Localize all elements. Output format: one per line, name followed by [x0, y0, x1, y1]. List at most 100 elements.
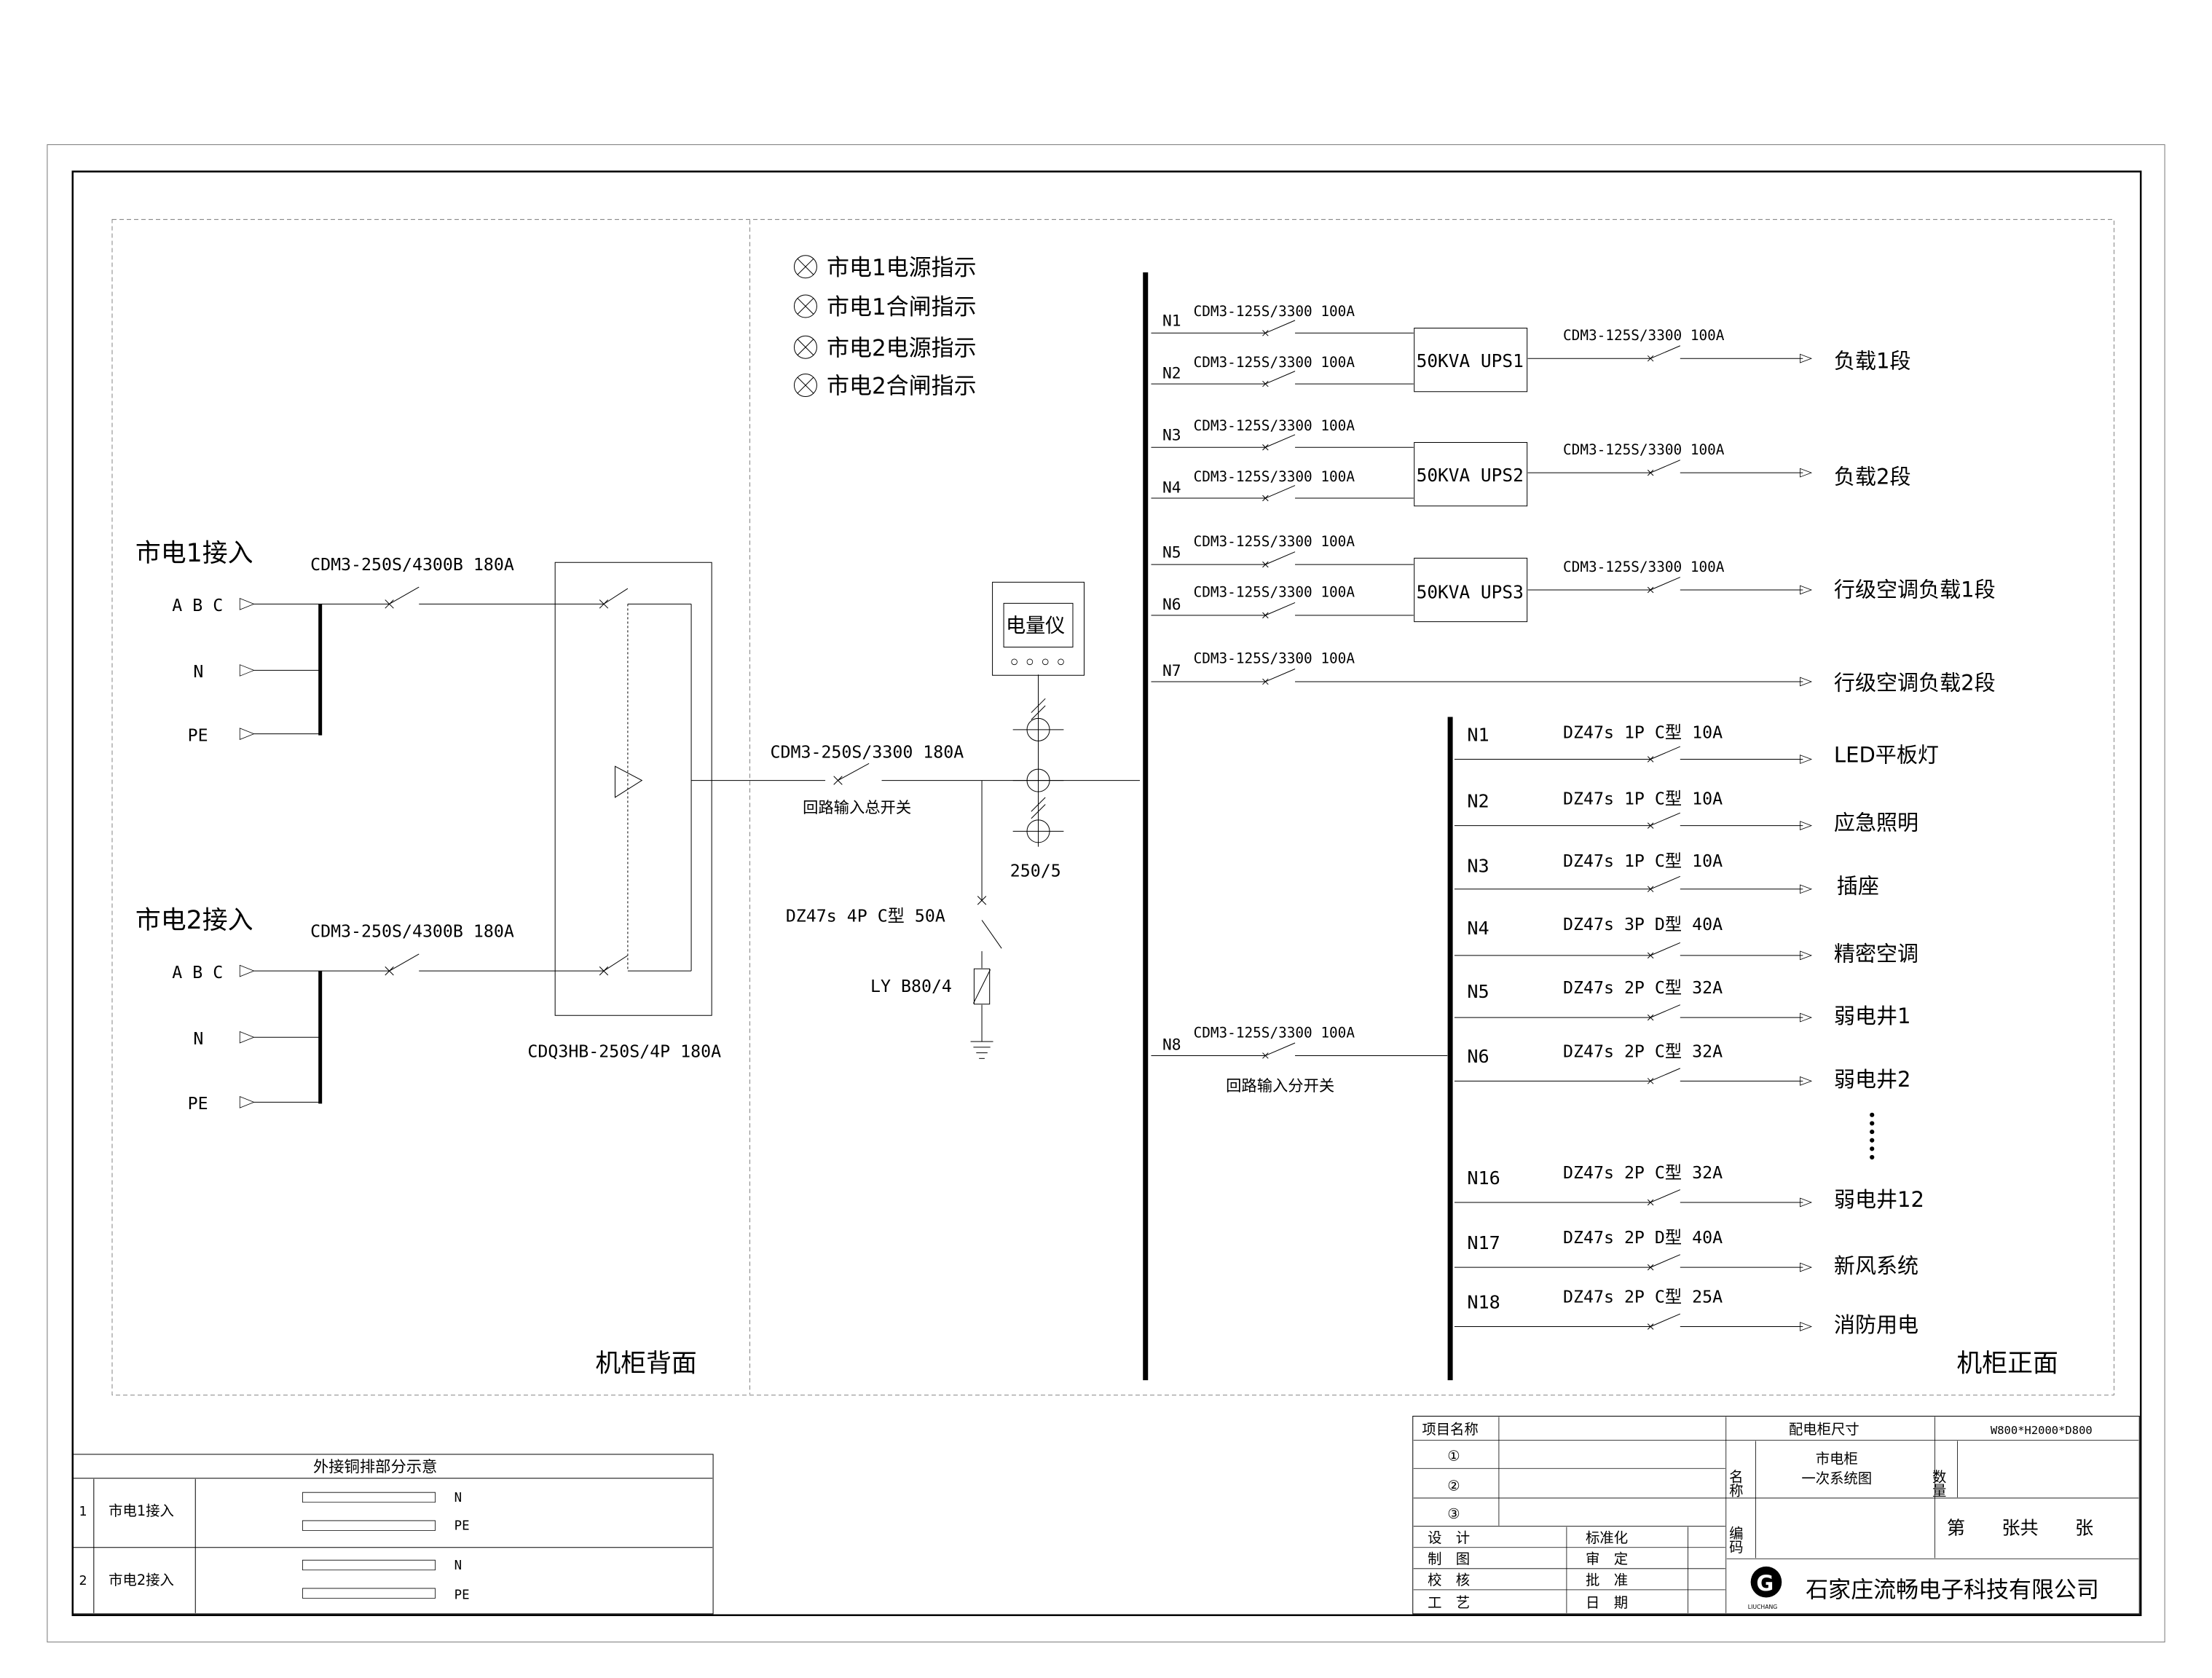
ats-actuator-icon [615, 766, 642, 797]
ground-icon [971, 1041, 993, 1058]
terminal-arrow-icon [240, 965, 253, 1108]
indicator-legend: 市电1电源指示 市电1合闸指示 市电2电源指示 市电2合闸指示 [794, 255, 977, 400]
feeder-load-label: 行级空调负载2段 [1834, 671, 1996, 696]
revision-mark: ③ [1447, 1505, 1460, 1522]
logo-letter: G [1756, 1571, 1774, 1596]
feeder-note: 回路输入分开关 [1226, 1077, 1334, 1095]
indicator-lamp-icon [794, 295, 816, 318]
branch-id: N6 [1467, 1046, 1489, 1067]
breaker-icon [834, 763, 869, 784]
ups-label: 50KVA UPS2 [1417, 465, 1524, 486]
indicator-lamp-icon [794, 256, 816, 278]
branch-load-label: 弱电井2 [1834, 1067, 1911, 1092]
feeder-id: N5 [1162, 543, 1181, 562]
company-logo-icon: G LIUCHANG [1748, 1566, 1782, 1610]
busbar-strip-label: PE [454, 1519, 470, 1534]
feeder-breaker-label: CDM3-125S/3300 100A [1194, 650, 1355, 667]
busbar-table-title: 外接铜排部分示意 [313, 1458, 437, 1476]
busbar-row-name: 市电2接入 [109, 1572, 174, 1588]
approval-label: 审 定 [1586, 1551, 1628, 1567]
branch-breaker-label: DZ47s 1P C型 10A [1563, 722, 1723, 742]
cabinet-size-value: W800*H2000*D800 [1991, 1424, 2093, 1437]
branch-breaker-label: DZ47s 2P D型 40A [1563, 1228, 1723, 1248]
surge-breaker-label: DZ47s 4P C型 50A [786, 906, 945, 926]
ups-label: 50KVA UPS1 [1417, 350, 1524, 371]
drawing-name-value: 市电柜 [1816, 1450, 1858, 1467]
surge-protection [971, 781, 1002, 1059]
arrester-label: LY B80/4 [870, 977, 952, 996]
load-arrow-icon [1800, 354, 1811, 594]
indicator-lamp-icon [794, 374, 816, 397]
branch-breaker-label: DZ47s 2P C型 32A [1563, 978, 1723, 998]
feeder-breaker-label: CDM3-125S/3300 100A [1194, 354, 1355, 371]
branch-load-label: LED平板灯 [1834, 742, 1939, 767]
busbar-strip [302, 1588, 435, 1599]
revision-mark: ① [1447, 1448, 1460, 1465]
cabinet-outline [112, 219, 2114, 1395]
ups-load-label: 行级空调负载1段 [1834, 578, 1996, 602]
company-name: 石家庄流畅电子科技有限公司 [1806, 1577, 2099, 1604]
feeder-breaker-label: CDM3-125S/3300 100A [1194, 468, 1355, 485]
branch-id: N1 [1467, 724, 1489, 745]
code-label: 编码 [1727, 1526, 1744, 1554]
logo-text: LIUCHANG [1748, 1604, 1778, 1610]
feeder-id: N4 [1162, 478, 1181, 497]
feeder-breaker-label: CDM3-125S/3300 100A [1194, 417, 1355, 434]
feeder-id: N7 [1162, 662, 1181, 680]
quantity-label: 数量 [1930, 1469, 1947, 1497]
branch-breaker-label: DZ47s 2P C型 32A [1563, 1041, 1723, 1061]
source-breaker-label: CDM3-250S/4300B 180A [310, 922, 514, 942]
busbar-strip [302, 1492, 435, 1502]
breaker-icon [385, 587, 419, 608]
drawing-name-value: 一次系统图 [1801, 1470, 1872, 1487]
source-1-input: 市电1接入 CDM3-250S/4300B 180A A B C N PE [135, 539, 604, 745]
branch-load-label: 弱电井1 [1834, 1004, 1911, 1028]
indicator-label: 市电2电源指示 [827, 335, 977, 361]
indicator-label: 市电2合闸指示 [827, 374, 977, 400]
outer-sheet-border [47, 145, 2165, 1642]
power-meter: 电量仪 250/5 [993, 582, 1085, 881]
cabinet-size-label: 配电柜尺寸 [1789, 1421, 1859, 1438]
phase-label: A B C [172, 596, 223, 615]
source-2-input: 市电2接入 CDM3-250S/4300B 180A A B C N PE [135, 906, 604, 1114]
branch-breaker-label: DZ47s 2P C型 32A [1563, 1163, 1723, 1183]
ups-load-label: 负载1段 [1834, 349, 1911, 374]
role-label: 校 核 [1428, 1572, 1470, 1588]
ups-box [1414, 328, 1527, 392]
ct-ratio-label: 250/5 [1010, 861, 1061, 881]
earth-label: PE [188, 1094, 208, 1114]
ats-enclosure [555, 562, 712, 1015]
branch-breaker-label: DZ47s 3P D型 40A [1563, 915, 1723, 934]
role-label: 设 计 [1428, 1529, 1470, 1546]
indicator-label: 市电1合闸指示 [827, 294, 977, 320]
main-breaker: CDM3-250S/3300 180A 回路输入总开关 [771, 743, 964, 818]
feeder-id: N3 [1162, 427, 1181, 445]
busbar-strip-label: PE [454, 1588, 470, 1602]
title-block: 项目名称 ① ② ③ 设 计 制 图 校 核 工 艺 标准化 审 定 批 准 日… [1413, 1417, 2139, 1614]
ups-breaker-label: CDM3-125S/3300 100A [1563, 559, 1725, 575]
branch-id: N16 [1467, 1167, 1500, 1189]
busbar-row-name: 市电1接入 [109, 1502, 174, 1519]
source-breaker-label: CDM3-250S/4300B 180A [310, 555, 514, 575]
earth-label: PE [188, 725, 208, 745]
branch-load-label: 插座 [1837, 874, 1879, 899]
busbar-strip-label: N [454, 1491, 462, 1505]
branch-load-label: 应急照明 [1834, 810, 1918, 835]
branch-id: N2 [1467, 790, 1489, 811]
ups-breaker-label: CDM3-125S/3300 100A [1563, 441, 1725, 458]
feeder-circuits: N1 CDM3-125S/3300 100A N2 CDM3-125S/3300… [1151, 303, 1996, 1095]
panel-back-label: 机柜背面 [595, 1349, 696, 1378]
branch-id: N17 [1467, 1232, 1500, 1253]
branch-id: N5 [1467, 981, 1489, 1002]
breaker-icon [1262, 320, 1295, 1058]
role-label: 制 图 [1428, 1551, 1470, 1567]
ats-label: CDQ3HB-250S/4P 180A [527, 1041, 721, 1061]
revision-mark: ② [1447, 1477, 1460, 1494]
ups-load-label: 负载2段 [1834, 465, 1911, 489]
continuation-dots-icon [1870, 1112, 1875, 1160]
terminal-arrow-icon [240, 599, 253, 740]
branch-id: N18 [1467, 1291, 1500, 1312]
busbar-row-no: 1 [79, 1505, 87, 1519]
